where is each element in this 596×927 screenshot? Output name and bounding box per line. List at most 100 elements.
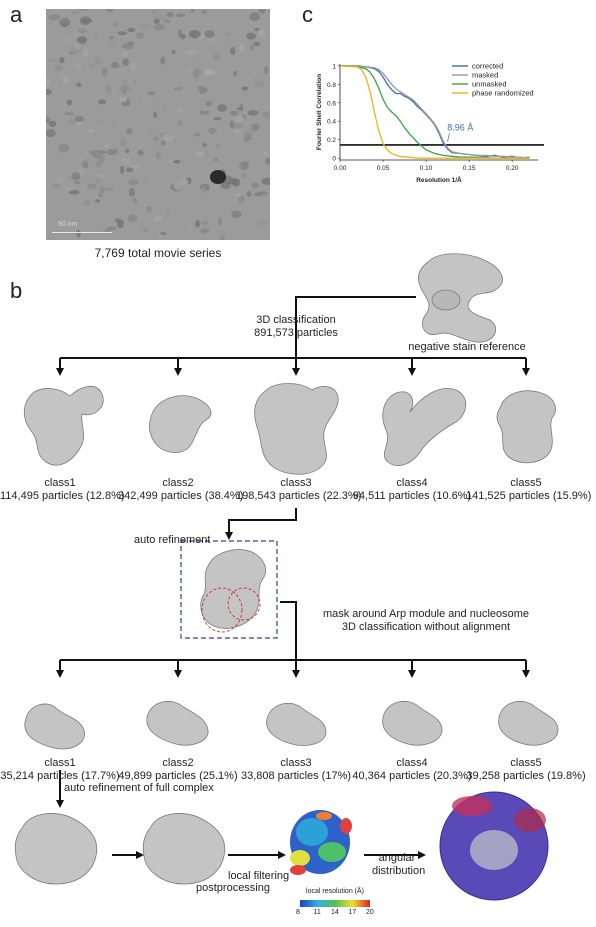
micrograph-particle — [109, 35, 115, 40]
micrograph-particle — [264, 66, 269, 74]
micrograph-particle — [47, 59, 59, 63]
micrograph-particle — [118, 85, 131, 93]
round1-class-name: class4 — [396, 477, 428, 489]
micrograph-particle — [95, 173, 105, 179]
round1-class-name: class3 — [280, 477, 312, 489]
colorbar-title: local resolution (Å) — [306, 888, 364, 895]
round2-class1-map — [24, 703, 85, 750]
micrograph-particle — [262, 111, 270, 118]
micrograph-particle — [92, 31, 99, 41]
fsc-x-tick-label: 0.00 — [334, 165, 347, 172]
micrograph-particle — [195, 151, 205, 157]
micrograph-particle — [242, 86, 248, 91]
micrograph-particle — [253, 81, 264, 89]
micrograph-particle — [129, 62, 137, 71]
round1-class-particles: 114,495 particles (12.8%) — [0, 490, 125, 502]
micrograph-particle — [256, 191, 269, 196]
micrograph-particle — [151, 99, 160, 108]
micrograph-particle — [105, 187, 115, 192]
micrograph-texture — [46, 9, 270, 240]
micrograph-particle — [73, 181, 81, 185]
micrograph-particle — [117, 219, 124, 228]
postprocessed-map — [142, 813, 226, 885]
fsc-series-line-phase-randomized — [339, 65, 530, 159]
micrograph-particle — [247, 110, 259, 116]
angular-line2: distribution — [372, 865, 426, 877]
step-3d-classification: 3D classification 891,573 particles — [196, 314, 396, 340]
colorbar-tick: 11 — [313, 909, 321, 916]
reference-label: negative stain reference — [408, 341, 526, 353]
micrograph-particle — [103, 228, 111, 233]
micrograph-particle — [62, 76, 70, 83]
micrograph-particle — [201, 10, 208, 14]
mask-outlines — [201, 587, 261, 633]
micrograph-particle — [76, 36, 88, 44]
micrograph-particle — [67, 119, 77, 126]
mask-step-line1: mask around Arp module and nucleosome — [322, 608, 530, 620]
micrograph-particle — [46, 129, 56, 138]
round1-class-particles: 141,525 particles (15.9%) — [466, 490, 592, 502]
micrograph-particle — [66, 99, 73, 106]
round1-class-particles: 94,511 particles (10.6%) — [352, 490, 472, 502]
round1-class2-map — [148, 395, 212, 453]
micrograph-particle — [46, 116, 51, 123]
micrograph-particle — [94, 199, 101, 203]
fsc-y-tick-label: 0.4 — [327, 119, 336, 126]
micrograph-particle — [101, 67, 108, 76]
angular-distribution-label: angular distribution — [372, 852, 426, 878]
micrograph-particle — [76, 82, 82, 88]
micrograph-particle — [94, 133, 102, 138]
micrograph-particle — [217, 217, 223, 226]
micrograph-particle — [219, 235, 225, 240]
micrograph-particle — [171, 49, 176, 54]
micrograph-particle — [118, 97, 128, 103]
micrograph-particle — [191, 87, 200, 95]
micrograph-particle — [177, 120, 183, 126]
micrograph-particle — [208, 127, 217, 135]
fsc-x-tick-label: 0.05 — [377, 165, 390, 172]
round2-class-name: class5 — [510, 757, 542, 769]
micrograph-particle — [128, 179, 139, 186]
micrograph-particle — [218, 10, 229, 16]
micrograph-particle — [62, 186, 74, 192]
micrograph-particle — [160, 231, 167, 236]
micrograph-particle — [153, 23, 165, 31]
micrograph-particle — [106, 149, 116, 156]
micrograph-particle — [89, 149, 95, 155]
micrograph-particle — [225, 32, 233, 37]
micrograph-particle — [234, 116, 245, 123]
round1-class3-map — [254, 383, 339, 475]
micrograph-particle — [76, 121, 83, 126]
micrograph-particle — [267, 10, 270, 15]
micrograph-particle — [177, 107, 184, 114]
fsc-x-tick-label: 0.10 — [420, 165, 433, 172]
round1-class4-map — [382, 388, 467, 466]
micrograph-particle — [191, 23, 196, 30]
scale-bar — [52, 232, 112, 233]
micrograph-particle — [71, 171, 81, 181]
micrograph-particle — [62, 102, 67, 109]
micrograph-particle — [125, 148, 130, 154]
micrograph-particle — [230, 47, 236, 55]
micrograph-particle — [253, 75, 265, 83]
fsc-x-tick-label: 0.15 — [463, 165, 476, 172]
micrograph-particle — [153, 111, 158, 119]
micrograph-particle — [111, 61, 120, 69]
round1-class1-map — [23, 385, 104, 466]
local-resolution-colorbar — [300, 900, 370, 907]
micrograph-particle — [166, 12, 174, 18]
panel-letter-b: b — [10, 278, 23, 303]
micrograph-particle — [239, 43, 244, 52]
micrograph-particle — [143, 175, 151, 184]
arrow-refinement-to-mask — [280, 601, 297, 660]
auto-refinement-label: auto refinement — [134, 534, 211, 546]
micrograph-particle — [202, 69, 215, 76]
micrograph-particle — [78, 9, 88, 11]
fsc-y-tick-label: 1 — [332, 63, 336, 70]
mask-step-line2: 3D classification without alignment — [341, 621, 511, 633]
